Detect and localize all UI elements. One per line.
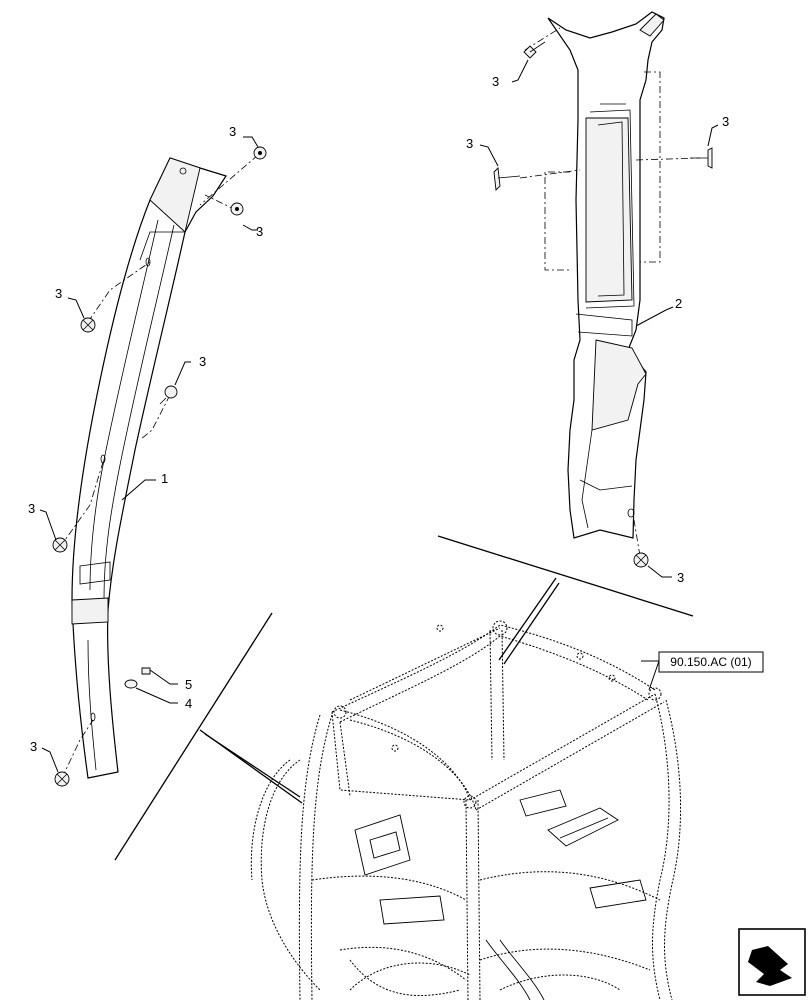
push-pin-icon [493, 167, 501, 191]
push-pin-icon [707, 147, 713, 169]
screw-icon [164, 385, 178, 399]
callout-3: 3 [256, 224, 263, 239]
cab-frame-view [250, 620, 682, 1000]
fasteners-right [493, 41, 713, 568]
bolt-icon [141, 667, 151, 675]
callout-4: 4 [185, 696, 192, 711]
pillar-trim-left [71, 157, 227, 779]
reference-label[interactable]: 90.150.AC (01) [641, 651, 764, 691]
callout-3: 3 [30, 739, 37, 754]
leaders-left [39, 136, 259, 773]
callout-3: 3 [466, 136, 473, 151]
callout-3: 3 [677, 570, 684, 585]
callout-3: 3 [722, 114, 729, 129]
separator-lines [114, 535, 694, 861]
callout-3: 3 [28, 501, 35, 516]
callout-5: 5 [185, 677, 192, 692]
fasteners-left [52, 146, 267, 787]
callout-3: 3 [55, 286, 62, 301]
leaders-right [479, 59, 719, 578]
callout-2: 2 [675, 296, 682, 311]
callout-3: 3 [199, 354, 206, 369]
pillar-trim-right [519, 11, 701, 557]
callout-3: 3 [229, 124, 236, 139]
callout-1: 1 [161, 471, 168, 486]
washer-icon [124, 679, 138, 689]
callout-labels: 3 3 3 3 1 3 5 4 3 3 3 3 2 3 [28, 74, 729, 754]
reference-link[interactable]: 90.150.AC (01) [670, 655, 751, 669]
callout-3: 3 [492, 74, 499, 89]
page-turn-arrow-icon[interactable] [738, 928, 806, 996]
